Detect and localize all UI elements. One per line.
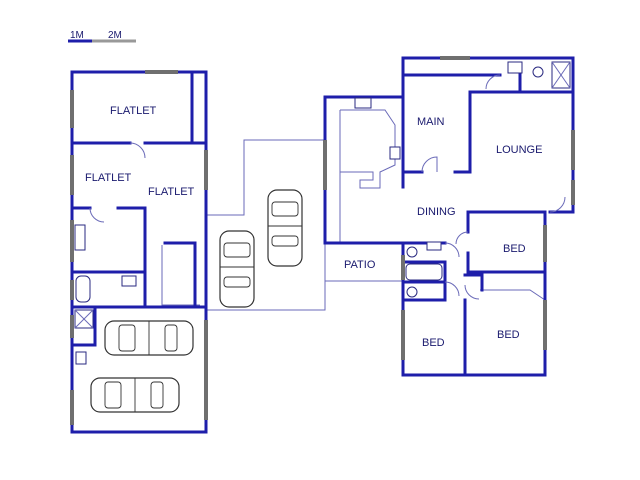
basin-main [507, 61, 523, 74]
room-bed-left-bottom: BED [422, 337, 445, 349]
car-4 [90, 377, 180, 413]
left-block-walls [70, 70, 208, 434]
basin [121, 275, 137, 287]
car-3 [104, 320, 194, 356]
room-flatlet-left: FLATLET [85, 172, 132, 184]
room-dining: DINING [417, 206, 456, 218]
basin-bath [426, 241, 442, 251]
kitchen-sink [354, 97, 372, 109]
stove [389, 146, 401, 160]
car-2 [267, 189, 303, 267]
basin-garage [75, 351, 87, 365]
scale-label-2m: 2M [108, 30, 122, 41]
thin-outlines [161, 109, 546, 311]
toilet-bath-2 [406, 286, 418, 298]
room-bed-right-bottom: BED [497, 329, 520, 341]
windows [70, 56, 575, 425]
toilet-flatlet [75, 275, 91, 303]
parked-cars [90, 189, 303, 413]
room-patio: PATIO [344, 259, 376, 271]
bathtub [405, 263, 443, 281]
room-bed-right-top: BED [503, 243, 526, 255]
doors [89, 74, 566, 300]
room-flatlet-right: FLATLET [148, 186, 195, 198]
room-labels: FLATLET FLATLET FLATLET MAIN LOUNGE DINI… [85, 105, 542, 349]
room-lounge: LOUNGE [496, 144, 542, 156]
room-main: MAIN [417, 116, 445, 128]
toilet-main [532, 66, 544, 78]
car-1 [219, 230, 255, 308]
scale-bar: 1M 2M [68, 30, 136, 43]
fixtures [74, 61, 571, 365]
toilet-bath [406, 246, 418, 258]
scale-label-1m: 1M [70, 30, 84, 41]
kitchen-counter [74, 224, 86, 251]
room-flatlet-top: FLATLET [110, 105, 157, 117]
